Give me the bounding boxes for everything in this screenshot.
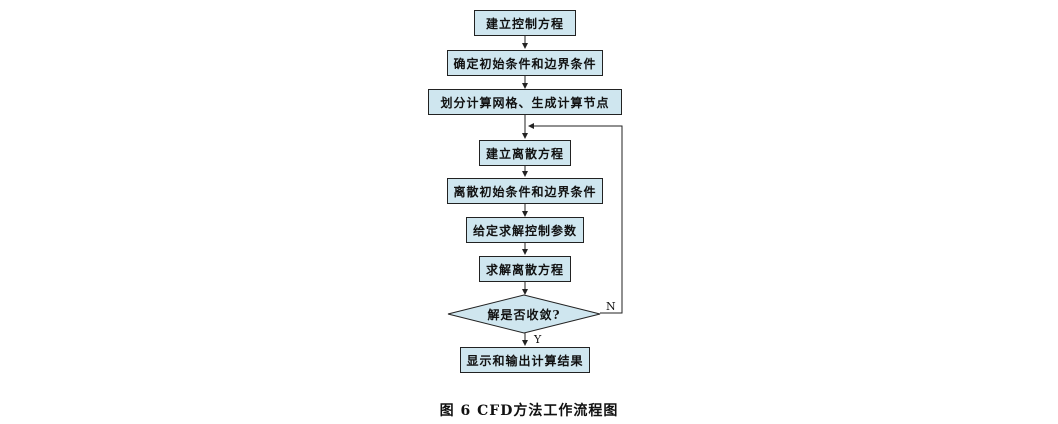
figure-caption: 图 6 CFD方法工作流程图 bbox=[439, 403, 619, 419]
step-output-results: 显示和输出计算结果 bbox=[460, 347, 590, 373]
decision-diamond bbox=[447, 294, 601, 334]
step-initial-boundary-conditions: 确定初始条件和边界条件 bbox=[447, 50, 603, 76]
step-build-governing-equations: 建立控制方程 bbox=[474, 10, 576, 36]
step-discrete-conditions: 离散初始条件和边界条件 bbox=[447, 178, 603, 204]
step-solver-parameters: 给定求解控制参数 bbox=[466, 217, 584, 243]
step-solve-discrete-equations: 求解离散方程 bbox=[479, 256, 571, 282]
loop-no bbox=[528, 123, 623, 314]
step-build-discrete-equations: 建立离散方程 bbox=[479, 140, 571, 166]
decision-no-label: N bbox=[606, 300, 616, 313]
step-generate-mesh: 划分计算网格、生成计算节点 bbox=[428, 89, 622, 115]
decision-yes-label: Y bbox=[534, 333, 542, 346]
decision-label: 解是否收敛? bbox=[487, 307, 561, 322]
